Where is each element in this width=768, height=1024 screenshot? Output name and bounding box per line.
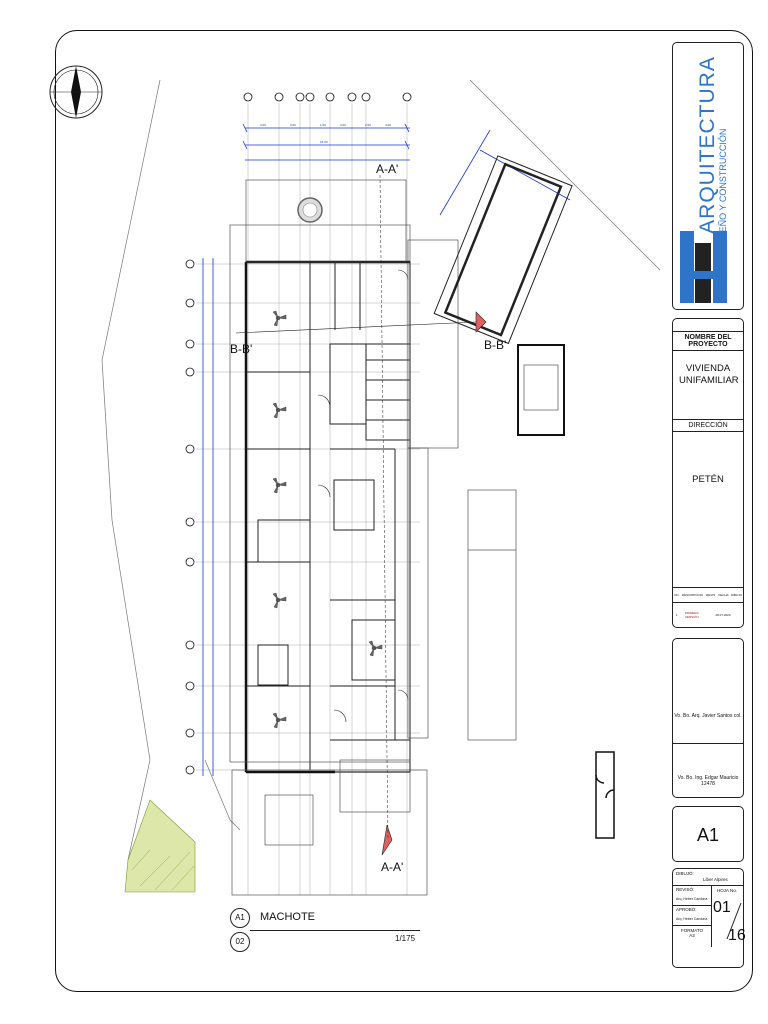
section-label-bb-right: B-B' <box>484 338 507 352</box>
drawn-by: Liber Alpires <box>703 877 728 882</box>
revisions-header-desc: DESCRIPCION <box>682 593 703 597</box>
revision-date: 28.07.2020 <box>715 613 731 617</box>
drawing-scale: 1/175 <box>395 934 416 943</box>
revision-no: 1 <box>675 613 678 617</box>
firm-name: ARQUITECTURA <box>696 56 719 234</box>
svg-text:2.50: 2.50 <box>365 123 371 127</box>
address-value: PETÉN <box>692 474 724 485</box>
drawing-ref-top: A1 <box>230 908 250 928</box>
svg-text:3.00: 3.00 <box>290 123 296 127</box>
svg-text:3.00: 3.00 <box>260 123 266 127</box>
format-label: FORMATO <box>680 928 704 933</box>
revisions-table: NO. DESCRIPCION REVIS FECHA DIBUJO 1 PRI… <box>673 587 743 630</box>
revisions-header-drawn: DIBUJO <box>731 593 743 597</box>
credits-box: DIBUJÓ: Liber Alpires REVISÓ: Arq. Heber… <box>672 868 746 968</box>
project-box: NOMBRE DEL PROYECTO VIVIENDA UNIFAMILIAR… <box>672 318 744 628</box>
project-label: NOMBRE DEL PROYECTO <box>673 331 743 351</box>
sheet-border <box>55 30 753 992</box>
drawing-name: MACHOTE <box>260 911 315 923</box>
vegetation-hatch <box>124 799 196 893</box>
project-name: VIVIENDA UNIFAMILIAR <box>679 363 739 386</box>
drawing-ref-bottom: 02 <box>230 932 250 952</box>
page-total: 16 <box>728 927 746 944</box>
title-block: ARQUITECTURA DISEÑO Y CONSTRUCCIÓN NOMBR… <box>672 40 746 970</box>
section-label-bb-left: B-B' <box>230 342 253 356</box>
drawn-label: DIBUJÓ: <box>676 871 694 876</box>
svg-text:3.00: 3.00 <box>340 123 346 127</box>
approved-label: APROBÓ: <box>676 907 697 912</box>
firm-logo: ARQUITECTURA DISEÑO Y CONSTRUCCIÓN <box>672 42 744 310</box>
table-row: 1 PRIMERA VERSIÓN 28.07.2020 <box>673 603 743 627</box>
approval-1: Vo. Bo. Arq. Javier Santos col. <box>674 713 742 719</box>
page-label: HOJA No. <box>717 888 738 893</box>
approved-by: Arq. Heber Cardona <box>676 917 708 921</box>
reviewed-label: REVISÓ: <box>676 887 695 892</box>
revisions-header-rev: REVIS <box>706 593 716 597</box>
address-label: DIRECCIÓN <box>673 419 743 432</box>
revisions-header-date: FECHA <box>718 593 729 597</box>
section-label-aa-bottom: A-A' <box>381 860 404 874</box>
svg-text:4.00: 4.00 <box>385 123 391 127</box>
reviewed-by: Arq. Heber Cardona <box>676 897 708 901</box>
svg-text:15.00: 15.00 <box>320 140 328 144</box>
revision-desc: PRIMERA VERSIÓN <box>684 611 699 619</box>
sheet-code-box: A1 <box>672 806 744 862</box>
drawing-title: A1 02 MACHOTE 1/175 <box>230 908 420 954</box>
format-value: A3 <box>689 933 695 938</box>
section-label-aa-top: A-A' <box>376 162 399 176</box>
approval-2: Vo. Bo. Ing. Edgar Mauricio 12478 <box>677 775 739 787</box>
tank-icon <box>297 197 323 223</box>
revisions-header-no: NO. <box>674 593 680 597</box>
svg-text:1.50: 1.50 <box>320 123 326 127</box>
page-number: 01 <box>713 899 731 916</box>
sheet-code: A1 <box>696 825 720 845</box>
firm-tagline: DISEÑO Y CONSTRUCCIÓN <box>718 128 728 248</box>
approval-box: Vo. Bo. Arq. Javier Santos col. Vo. Bo. … <box>672 638 744 798</box>
north-arrow-icon <box>49 65 103 119</box>
